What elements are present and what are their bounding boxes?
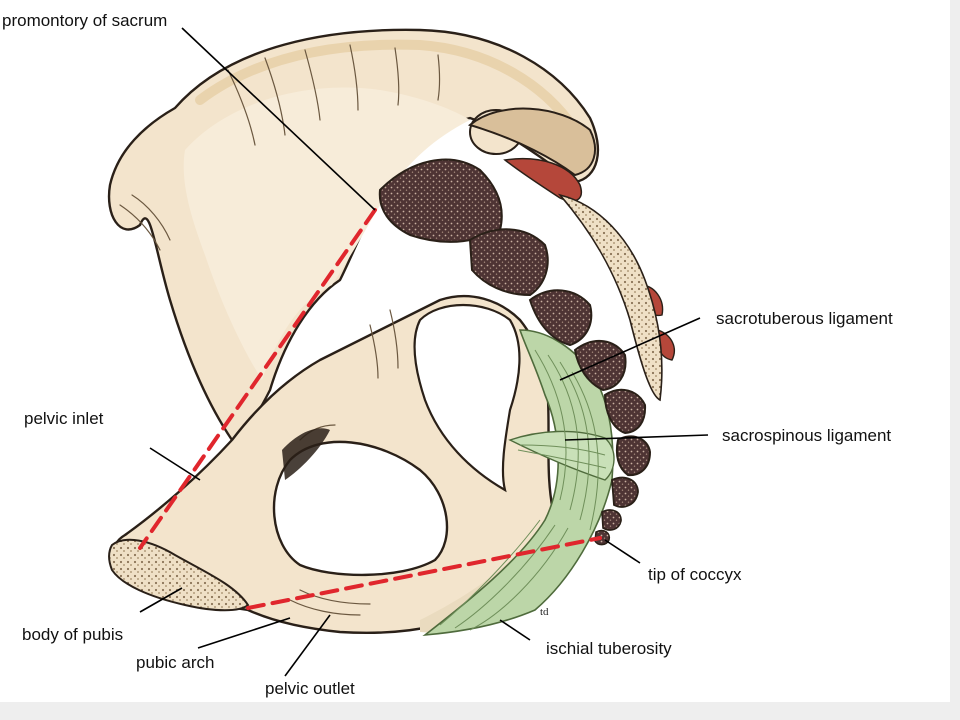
sacrum	[378, 107, 676, 546]
greater-sciatic-notch	[413, 304, 521, 493]
label-tip-of-coccyx: tip of coccyx	[648, 565, 742, 584]
pelvic-outlet-line	[246, 536, 602, 610]
bone-hatching	[119, 44, 441, 616]
label-sacrospinous-ligament: sacrospinous ligament	[722, 426, 891, 445]
label-ischial-tuberosity: ischial tuberosity	[546, 639, 672, 658]
pelvic-planes	[138, 208, 602, 610]
bottom-edge-strip	[0, 702, 960, 720]
obturator-foramen	[272, 440, 449, 577]
ligaments	[422, 329, 615, 637]
ischial-spine-shadow	[282, 428, 330, 480]
label-pelvic-inlet: pelvic inlet	[24, 409, 104, 428]
iliac-fossa	[183, 87, 471, 380]
right-edge-strip	[950, 0, 960, 720]
leader-lines	[139, 27, 709, 677]
body-of-pubis-cut	[108, 538, 250, 612]
pelvic-inlet-line	[138, 208, 377, 550]
label-sacrotuberous-ligament: sacrotuberous ligament	[716, 309, 893, 328]
label-pelvic-outlet: pelvic outlet	[265, 679, 355, 698]
label-pubic-arch: pubic arch	[136, 653, 214, 672]
iliac-crest	[195, 39, 580, 135]
illustrator-signature: td	[540, 606, 549, 618]
label-body-of-pubis: body of pubis	[22, 625, 123, 644]
label-promontory-of-sacrum: promontory of sacrum	[2, 11, 167, 30]
